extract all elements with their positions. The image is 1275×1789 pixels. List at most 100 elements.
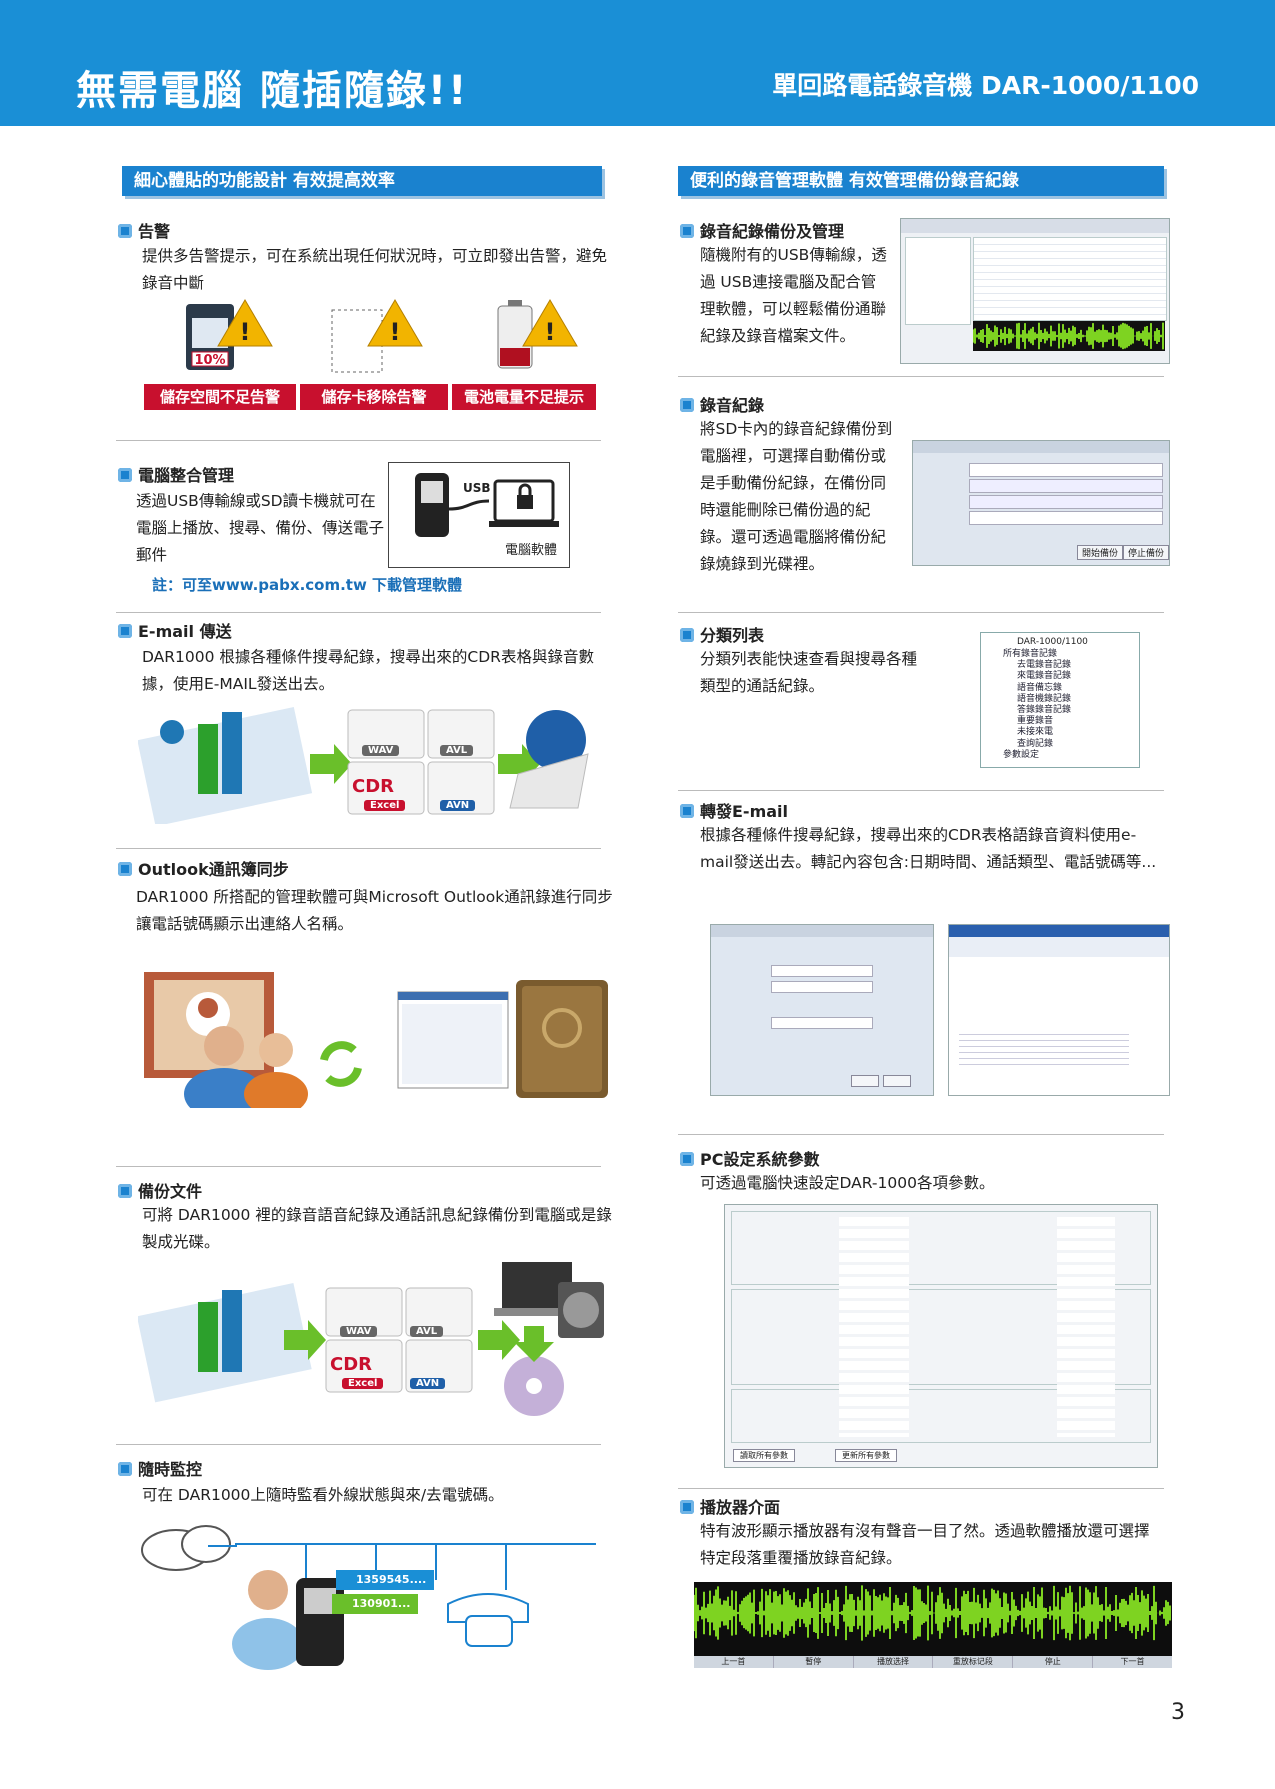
alarm-label-battery: 電池電量不足提示 xyxy=(452,384,596,410)
stop-button[interactable]: 停止 xyxy=(1013,1656,1094,1668)
divider xyxy=(116,612,601,613)
settings-group xyxy=(731,1211,1151,1285)
arrow-right-icon xyxy=(284,1320,326,1360)
player-text: 特有波形顯示播放器有沒有聲音一目了然。透過軟體播放還可選擇特定段落重覆播放錄音紀… xyxy=(700,1522,1150,1567)
tag-excel: Excel xyxy=(364,800,406,811)
progress-field[interactable] xyxy=(969,495,1163,509)
path-field[interactable] xyxy=(969,463,1163,477)
mode-select[interactable] xyxy=(969,511,1163,525)
divider xyxy=(678,1488,1164,1489)
tag-cdr: CDR xyxy=(330,1354,373,1375)
pcsettings-heading: PC設定系統參數 xyxy=(680,1146,819,1170)
tree-item[interactable]: 查詢記錄 xyxy=(1017,738,1054,749)
bullet-icon xyxy=(118,862,132,876)
outlook-text: DAR1000 所搭配的管理軟體可與Microsoft Outlook通訊錄進行… xyxy=(136,888,613,933)
settings-panel-screenshot: 讀取所有參數 更新所有參數 xyxy=(724,1204,1158,1468)
forward-text: 根據各種條件搜尋紀錄，搜尋出來的CDR表格語錄音資料使用e-mail發送出去。轉… xyxy=(700,826,1157,871)
current-field[interactable] xyxy=(969,479,1163,493)
replay-mark-button[interactable]: 重放标记段 xyxy=(933,1656,1014,1668)
alarm-label-storage: 儲存空間不足告警 xyxy=(144,384,296,410)
pc-text: 透過USB傳輸線或SD讀卡機就可在電腦上播放、搜尋、備份、傳送電子郵件 xyxy=(136,492,385,564)
email-text: DAR1000 根據各種條件搜尋紀錄，搜尋出來的CDR表格與錄音數據，使用E-M… xyxy=(142,648,594,693)
tree-item[interactable]: 去電錄音記錄 xyxy=(1017,660,1072,671)
tree-item[interactable]: 來電錄音記錄 xyxy=(1017,671,1072,682)
player-controls: 上一首 暫停 播放选择 重放标记段 停止 下一首 xyxy=(694,1656,1172,1668)
dialog-titlebar xyxy=(711,925,933,937)
settings-fields[interactable] xyxy=(1057,1217,1115,1437)
tree-items: 所有錄音記錄 去電錄音記錄 來電錄音記錄 語音備忘錄 語音機錄記錄 答錄錄音記錄… xyxy=(1003,649,1071,761)
svg-text:10%: 10% xyxy=(194,353,225,368)
player-waveform[interactable] xyxy=(693,1582,1172,1666)
tree-item[interactable]: 參數設定 xyxy=(1003,749,1040,760)
outlook-heading: Outlook通訊簿同步 xyxy=(118,856,289,880)
pcsettings-text: 可透過電腦快速設定DAR-1000各項參數。 xyxy=(700,1174,995,1192)
people-icon xyxy=(184,1026,308,1108)
warning-icon: ! xyxy=(217,299,273,347)
next-button[interactable]: 下一首 xyxy=(1120,1657,1145,1666)
globe-mail-icon xyxy=(509,710,589,809)
svg-text:!: ! xyxy=(390,318,401,346)
tree-item[interactable]: 答錄錄音記錄 xyxy=(1017,705,1072,716)
alarm-label-card: 儲存卡移除告警 xyxy=(300,384,448,410)
tree-item[interactable]: 未接來電 xyxy=(1017,727,1054,738)
tree-item[interactable]: 重要錄音 xyxy=(1017,716,1054,727)
read-all-button[interactable]: 讀取所有參數 xyxy=(733,1449,795,1462)
forward-heading: 轉發E-mail xyxy=(680,798,788,822)
settings-fields[interactable] xyxy=(839,1217,909,1437)
alarm-illustrations: 10% ! ! ! xyxy=(186,299,578,373)
email-heading: E-mail 傳送 xyxy=(118,618,232,642)
cloud-icon xyxy=(141,1525,231,1571)
play-select-button[interactable]: 播放选择 xyxy=(854,1656,934,1668)
arrow-right-icon xyxy=(310,744,352,784)
outlook-contacts-icon xyxy=(144,972,274,1078)
pause-button[interactable]: 暫停 xyxy=(774,1656,854,1668)
end-date-field[interactable] xyxy=(771,981,873,993)
exit-button[interactable] xyxy=(883,1075,911,1087)
toolbar xyxy=(949,937,1169,957)
bullet-icon xyxy=(680,398,694,412)
update-all-button[interactable]: 更新所有參數 xyxy=(835,1449,897,1462)
divider xyxy=(116,848,601,849)
recorder-device-icon xyxy=(296,1578,344,1666)
category-text: 分類列表能快速查看與搜尋各種類型的通話紀錄。 xyxy=(700,650,918,695)
outgoing-number: 130901... xyxy=(332,1594,419,1614)
backup-text: 可將 DAR1000 裡的錄音語音紀錄及通話訊息紀錄備份到電腦或是錄製成光碟。 xyxy=(142,1206,612,1251)
record-table xyxy=(973,237,1167,321)
settings-group xyxy=(731,1389,1151,1443)
tag-wav: WAV xyxy=(362,745,400,756)
divider xyxy=(678,376,1164,377)
bullet-icon xyxy=(680,1500,694,1514)
bullet-icon xyxy=(680,1152,694,1166)
tree-panel xyxy=(905,237,971,325)
bullet-icon xyxy=(118,1184,132,1198)
usb-connection-icon xyxy=(415,473,559,537)
tree-item[interactable]: 語音備忘錄 xyxy=(1017,682,1063,693)
email-window-screenshot xyxy=(948,924,1170,1096)
waveform xyxy=(693,1585,1171,1641)
bullet-icon xyxy=(118,224,132,238)
start-backup-button[interactable]: 開始備份 xyxy=(1077,545,1124,560)
page-title: 無需電腦 隨插隨錄!! xyxy=(76,68,469,114)
waveform xyxy=(973,321,1165,351)
bullet-icon xyxy=(680,804,694,818)
tag-cdr: CDR xyxy=(352,776,395,797)
search-button[interactable] xyxy=(851,1075,879,1087)
software-label: 電腦軟體 xyxy=(505,543,558,558)
start-date-field[interactable] xyxy=(771,965,873,977)
file-tags xyxy=(325,1287,473,1393)
prev-button[interactable]: 上一首 xyxy=(694,1656,774,1668)
tree-item[interactable]: 所有錄音記錄 xyxy=(1003,649,1058,659)
tag-avn: AVN xyxy=(410,1378,446,1389)
backup-flow-illustration xyxy=(138,1262,604,1416)
download-note: 註：可至www.pabx.com.tw 下載管理軟體 xyxy=(152,576,463,594)
stop-backup-button[interactable]: 停止備份 xyxy=(1123,545,1169,560)
phone-icon xyxy=(447,1593,529,1647)
address-book-icon xyxy=(516,980,608,1098)
rec-backup-text: 隨機附有的USB傳輸線，透過 USB連接電腦及配合管理軟體，可以輕鬆備份通聯紀錄… xyxy=(700,246,887,345)
phone-field[interactable] xyxy=(771,1017,873,1029)
category-heading: 分類列表 xyxy=(680,622,764,646)
window-titlebar xyxy=(949,925,1169,937)
tree-root[interactable]: DAR-1000/1100 xyxy=(1017,637,1088,647)
email-body xyxy=(959,1029,1129,1069)
tree-item[interactable]: 語音機錄記錄 xyxy=(1017,693,1072,704)
